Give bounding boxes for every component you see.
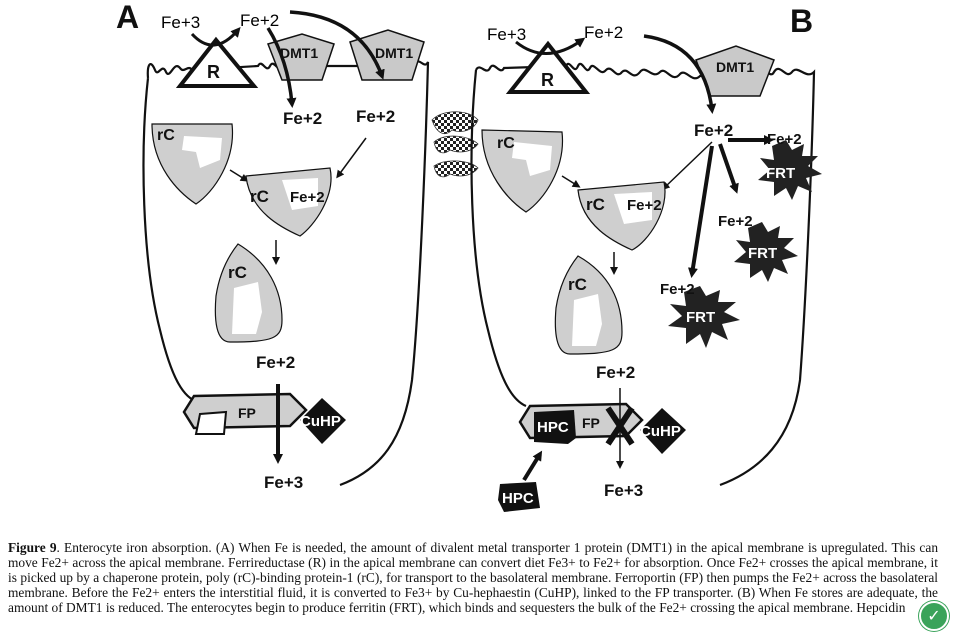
rc-b-top-pocket [512,142,552,176]
dmt1-a-right [349,29,425,81]
arrow-a-dmt1-left [266,27,297,108]
arrow-a-rc-bind [229,169,249,182]
check-badge-icon[interactable]: ✓ [919,601,949,631]
reductase-b [505,40,591,94]
cuhp-b-label: CuHP [640,423,681,440]
frt-b-3-fe: Fe+2 [660,281,695,298]
frt-b-1 [758,140,822,200]
cuhp-a-label: CuHP [300,413,341,430]
cuhp-a [300,398,346,444]
hpc-b-free-label: HPC [502,490,534,507]
panel-a-letter: A [116,0,139,35]
hpc-b-free [498,482,540,512]
fp-b-label: FP [582,415,600,431]
arrow-b-dmt1 [643,34,717,114]
fp-a-channel [194,410,228,435]
tight-junction [431,111,479,178]
hpc-b-bound-label: HPC [537,419,569,436]
panel-b-letter: B [790,3,813,39]
rc-a-bottom-label: rC [228,263,247,282]
fe3-a-top: Fe+3 [161,13,200,32]
arrow-a-fe-to-rc [336,137,367,179]
rc-b-bound-label: rC [586,195,605,214]
caption-text: . Enterocyte iron absorption. (A) When F… [8,540,939,615]
frt-b-2-label: FRT [748,245,777,262]
rc-a-bound-pocket [282,178,318,210]
hpc-b-bound [534,410,576,444]
fe3-b-top: Fe+3 [487,25,526,44]
rc-a-top-pocket [182,136,222,168]
frt-b-1-label: FRT [766,165,795,182]
arrow-a-dmt1-right [289,10,385,80]
block-x-icon [605,406,635,446]
fe2-b-top: Fe+2 [584,23,623,42]
dmt1-b-label: DMT1 [716,59,754,75]
fe2-a-lower: Fe+2 [256,353,295,372]
frt-b-1-fe: Fe+2 [767,131,802,148]
rc-a-top-label: rC [157,127,175,144]
rc-a-bottom-pocket [232,282,262,334]
fe3-a-bottom: Fe+3 [264,473,303,492]
arrow-b-to-frt3 [687,145,714,278]
fe3-b-bottom: Fe+3 [604,481,643,500]
frt-b-2-fe: Fe+2 [718,213,753,230]
rc-b-bottom-label: rC [568,275,587,294]
arrow-b-rc-bind [561,175,581,188]
dmt1-a-left-label: DMT1 [280,45,318,61]
fe2-b-hub: Fe+2 [694,121,733,140]
panel-b: B R DMT1 Fe+3 Fe+2 Fe+2 FRT Fe+2 FRT Fe+… [470,3,822,512]
arrow-b-to-rc [661,141,713,191]
reductase-a [175,36,259,88]
figure-caption: Figure 9. Enterocyte iron absorption. (A… [8,540,938,615]
cuhp-b [640,408,686,454]
fe2-b-lower: Fe+2 [596,363,635,382]
frt-b-3 [668,286,740,348]
arrow-a-reduction [190,26,241,47]
frt-b-2 [734,222,798,282]
figure-label: Figure 9 [8,540,57,555]
arrow-b-reduction [515,37,586,55]
arrow-hpc-to-fp [522,450,543,482]
dmt1-a-right-label: DMT1 [375,45,413,61]
rc-b-bottom-pocket [572,294,602,346]
rc-b-top-label: rC [497,135,515,152]
frt-b-3-label: FRT [686,309,715,326]
enterocyte-iron-diagram: A R DMT1 DMT1 Fe+3 Fe+2 Fe+2 Fe+2 rC rC … [116,0,822,512]
reductase-a-label: R [207,62,220,82]
rc-a-bound-fe: Fe+2 [290,189,325,206]
fp-a-label: FP [238,405,256,421]
arrow-b-to-frt2 [718,143,739,194]
fe2-a-in-left: Fe+2 [283,109,322,128]
rc-b-top [481,129,564,213]
panel-a: A R DMT1 DMT1 Fe+3 Fe+2 Fe+2 Fe+2 rC rC … [116,0,430,492]
rc-b-bound-fe: Fe+2 [627,197,662,214]
rc-b-bound-pocket [614,192,652,224]
fe2-a-top: Fe+2 [240,11,279,30]
reductase-b-label: R [541,70,554,90]
rc-a-bound-label: rC [250,187,269,206]
fe2-a-in-right: Fe+2 [356,107,395,126]
